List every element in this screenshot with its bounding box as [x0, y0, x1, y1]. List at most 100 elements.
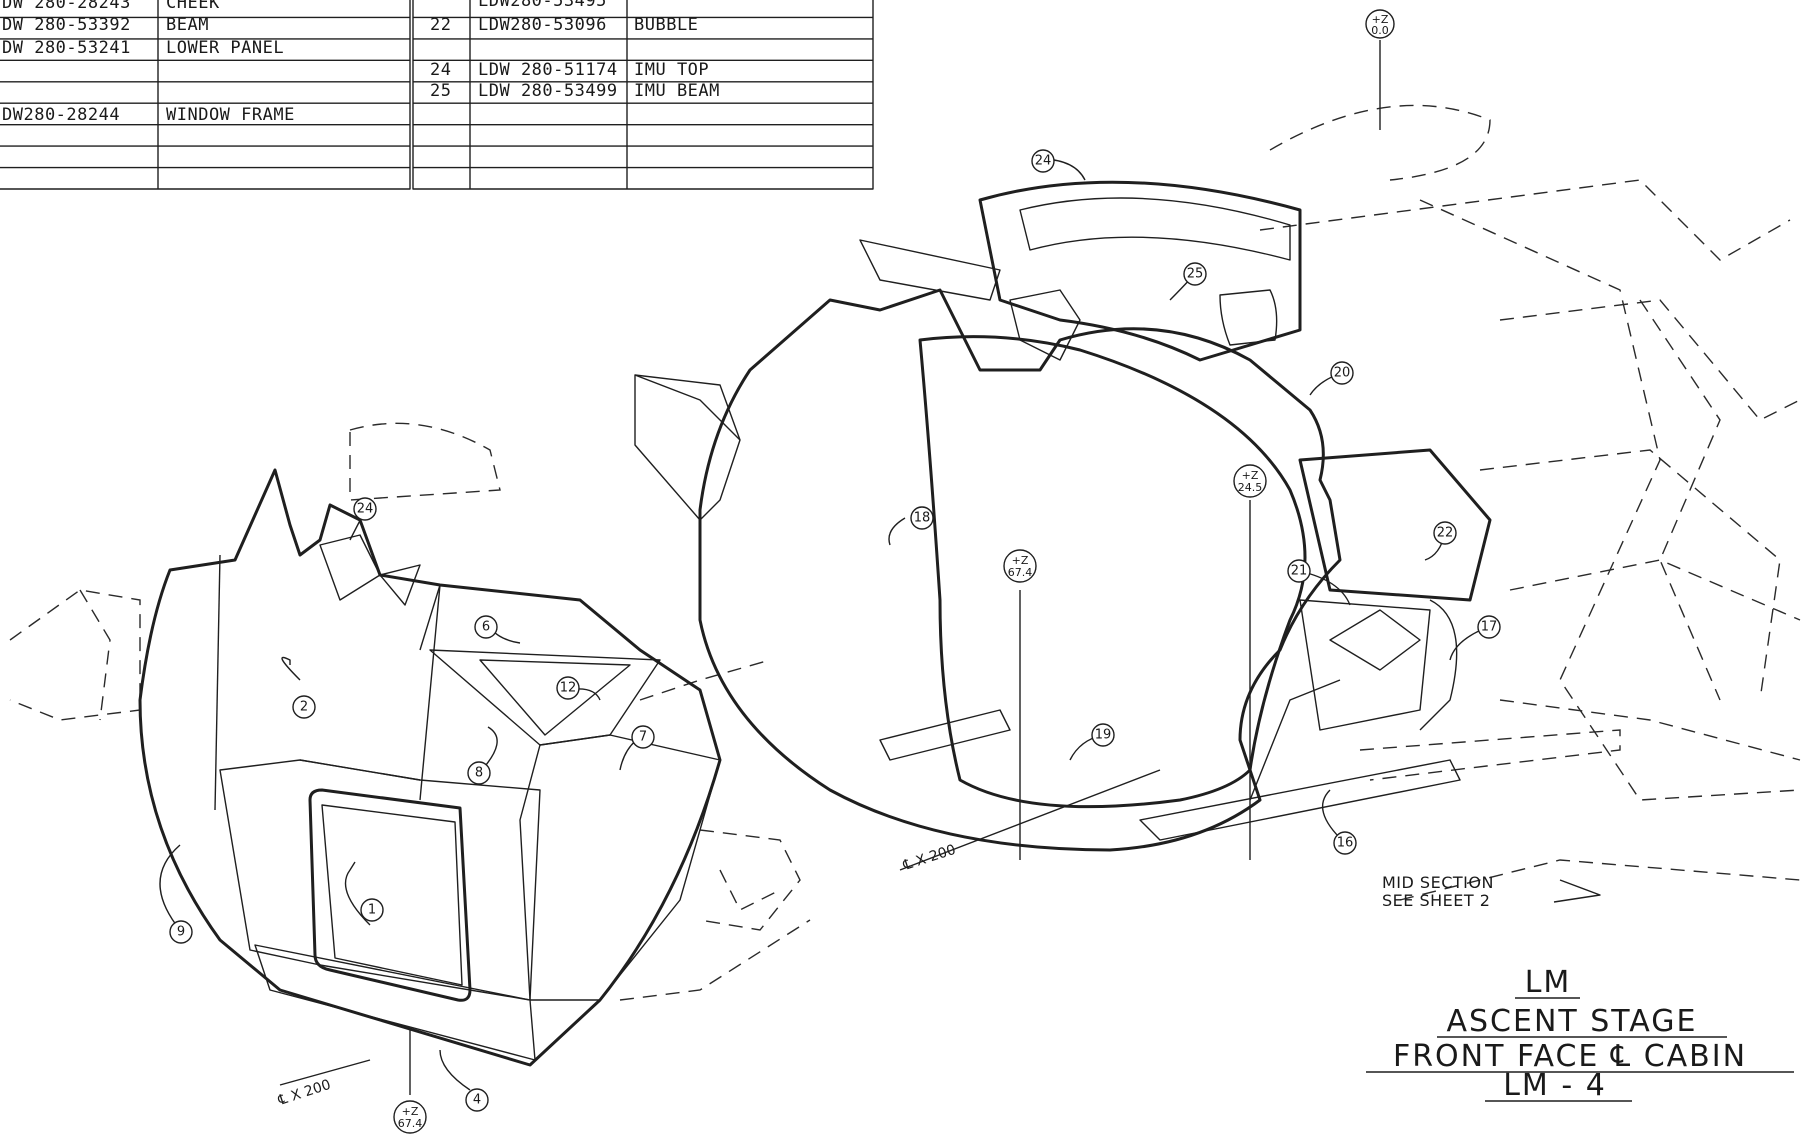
table-row-name: IMU BEAM — [634, 81, 720, 101]
front-face-outline — [138, 468, 722, 1067]
table-row-part: LDW280-53096 — [478, 15, 607, 35]
dashed-envelope-left — [9, 422, 811, 1001]
window-frame — [308, 788, 472, 1002]
svg-text:6: 6 — [482, 620, 490, 635]
parts-table: DW 280-28243 CHEEK DW 280-53392 BEAM DW … — [0, 0, 874, 190]
balloon: 18 — [910, 506, 934, 530]
lower-panel — [219, 759, 541, 1001]
balloon: 12 — [556, 676, 580, 700]
reference-labels: ℄ X 200 ℄ X 200 — [275, 842, 957, 1109]
svg-text:18: 18 — [914, 511, 931, 526]
balloon: 21 — [1287, 559, 1311, 583]
svg-text:7: 7 — [639, 730, 647, 745]
svg-text:16: 16 — [1337, 836, 1354, 851]
rcs-box — [1299, 599, 1431, 731]
imu-beam-block — [1009, 289, 1081, 361]
svg-text:22: 22 — [1437, 526, 1454, 541]
station-value: 67.4 — [1008, 566, 1033, 579]
cabin-outline — [698, 288, 1342, 852]
station-value: 67.4 — [398, 1117, 423, 1130]
imu-top-panel — [1019, 197, 1291, 261]
table-left-border — [0, 0, 411, 190]
table-row-part: DW 280-53392 — [2, 15, 131, 35]
table-row-part: LDW 280-53499 — [478, 81, 618, 101]
centerline-reference: ℄ X 200 — [900, 842, 957, 874]
centerlines — [279, 40, 1381, 1095]
svg-text:21: 21 — [1291, 564, 1308, 579]
imu-top-right — [379, 564, 421, 606]
table-row-item: 25 — [430, 81, 451, 101]
svg-text:17: 17 — [1481, 620, 1498, 635]
note-line-2: SEE SHEET 2 — [1382, 891, 1490, 910]
cabin-top-structure — [978, 180, 1302, 362]
svg-text:4: 4 — [473, 1093, 481, 1108]
svg-text:12: 12 — [560, 681, 577, 696]
svg-text:9: 9 — [177, 925, 185, 940]
balloon: 8 — [467, 761, 491, 785]
cabin-assembly — [634, 180, 1492, 852]
lower-beam — [254, 944, 536, 1061]
balloon: 17 — [1477, 615, 1501, 639]
svg-text:25: 25 — [1187, 267, 1204, 282]
balloon: 24 — [1031, 149, 1055, 173]
lower-beam-16 — [1139, 759, 1461, 841]
table-row-name: WINDOW FRAME — [166, 105, 295, 125]
parts-table-right — [412, 0, 874, 190]
note-line-1: MID SECTION — [1382, 873, 1494, 892]
table-row-item: 22 — [430, 15, 451, 35]
title-line-4: LM - 4 — [1503, 1068, 1607, 1103]
title-line-3: FRONT FACE ℄ CABIN — [1393, 1039, 1747, 1074]
station-marker: +Z 0.0 — [1365, 9, 1395, 39]
station-axis: +Z — [1012, 554, 1029, 567]
table-row-part: LDW 280-51174 — [478, 60, 618, 80]
title-line-2: ASCENT STAGE — [1446, 1004, 1697, 1039]
drawing-title: LM ASCENT STAGE FRONT FACE ℄ CABIN LM - … — [1366, 965, 1794, 1103]
station-axis: +Z — [1372, 13, 1389, 26]
side-hatch-box — [634, 374, 741, 521]
balloon: 16 — [1333, 831, 1357, 855]
balloon: 1 — [360, 898, 384, 922]
station-marker: +Z 67.4 — [393, 1100, 427, 1134]
svg-text:19: 19 — [1095, 728, 1112, 743]
side-panel-17 — [1419, 599, 1458, 731]
table-row-lines — [0, 16, 873, 169]
balloon: 19 — [1091, 723, 1115, 747]
table-row-part: DW 280-28243 — [2, 0, 131, 13]
table-row-part: LDW280-53495 — [478, 0, 607, 11]
table-row-name: BEAM — [166, 15, 209, 35]
imu-top-left — [319, 534, 381, 601]
balloon: 4 — [465, 1088, 489, 1112]
svg-text:1: 1 — [368, 903, 376, 918]
table-row-item: 24 — [430, 60, 451, 80]
station-axis: +Z — [402, 1105, 419, 1118]
svg-text:8: 8 — [475, 766, 483, 781]
window-glass — [321, 804, 463, 986]
bubble-panel — [1298, 448, 1492, 602]
balloon: 2 — [292, 695, 316, 719]
table-left-cells: DW 280-28243 CHEEK DW 280-53392 BEAM DW … — [2, 0, 295, 125]
table-row-name: IMU TOP — [634, 60, 709, 80]
station-marker: +Z 24.5 — [1233, 464, 1267, 498]
balloon: 6 — [474, 615, 498, 639]
svg-text:24: 24 — [357, 502, 374, 517]
right-cheek-panel — [519, 734, 721, 1001]
balloon: 25 — [1183, 262, 1207, 286]
svg-text:24: 24 — [1035, 154, 1052, 169]
table-row-name: CHEEK — [166, 0, 220, 13]
table-row-part: DW280-28244 — [2, 105, 120, 125]
upper-window-inset — [479, 659, 631, 736]
front-face-assembly — [138, 468, 722, 1067]
table-row-name: BUBBLE — [634, 15, 698, 35]
centerline-reference: ℄ X 200 — [275, 1077, 332, 1109]
dashed-envelope-right — [1259, 104, 1801, 901]
station-value: 24.5 — [1238, 481, 1263, 494]
imu-beam-bracket — [859, 239, 1001, 301]
table-right-border — [412, 0, 874, 190]
balloon: 24 — [353, 497, 377, 521]
balloon: 22 — [1433, 521, 1457, 545]
balloon: 9 — [169, 920, 193, 944]
station-axis: +Z — [1242, 469, 1259, 482]
svg-text:2: 2 — [300, 700, 308, 715]
station-value: 0.0 — [1371, 24, 1389, 37]
